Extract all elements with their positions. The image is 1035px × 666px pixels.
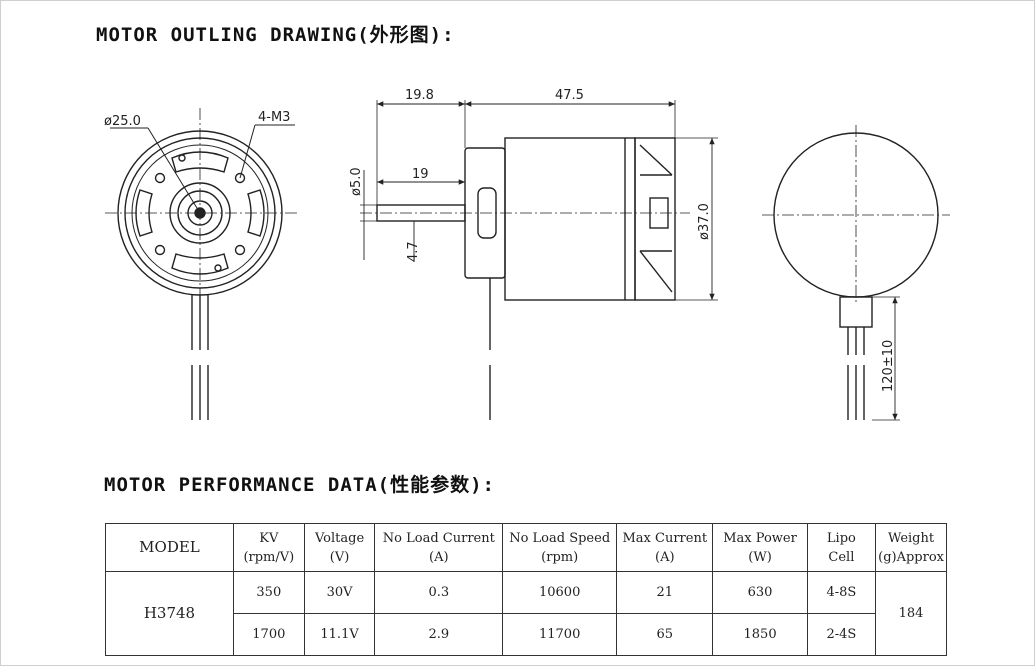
cell-voltage: 30V: [303, 571, 376, 614]
cell-max-power: 630: [712, 571, 808, 614]
shaft-length-label: 19.8: [405, 88, 434, 103]
performance-data-title: MOTOR PERFORMANCE DATA(性能参数):: [104, 474, 495, 496]
header-model: MODEL: [105, 523, 234, 572]
body-length-label: 47.5: [555, 88, 584, 103]
cell-no-load-current: 2.9: [374, 613, 504, 656]
cell-max-current: 65: [616, 613, 714, 656]
cell-lipo: 4-8S: [806, 571, 877, 614]
table-row: 1700 11.1V 2.9 11700 65 1850 2-4S: [106, 613, 947, 656]
header-voltage: Voltage(V): [303, 523, 376, 572]
body-diameter-label: ø37.0: [697, 203, 712, 240]
cell-lipo: 2-4S: [806, 613, 877, 656]
cell-no-load-speed: 10600: [502, 571, 618, 614]
cell-no-load-current: 0.3: [374, 571, 504, 614]
cell-max-current: 21: [616, 571, 714, 614]
side-rear-cap: [634, 137, 676, 301]
header-kv: KV(rpm/V): [232, 523, 305, 572]
front-hole-3: [154, 244, 166, 256]
cell-kv: 1700: [232, 613, 305, 656]
front-hub: [169, 182, 231, 244]
cell-weight: 184: [875, 571, 947, 656]
front-hole-4: [234, 244, 246, 256]
performance-table: MODEL KV(rpm/V) Voltage(V) No Load Curre…: [105, 523, 947, 656]
cell-no-load-speed: 11700: [502, 613, 618, 656]
offset-label: 4.7: [406, 241, 421, 262]
cell-max-power: 1850: [712, 613, 808, 656]
front-slot-bottom: [171, 253, 229, 275]
lead-length-label: 120±10: [881, 340, 896, 392]
shaft-exposed-label: 19: [412, 167, 429, 182]
motor-outline-drawing: ø25.0 4-M3 19.8: [104, 88, 950, 421]
table-row: H3748 350 30V 0.3 10600 21 630 4-8S 184: [105, 571, 947, 656]
cell-model: H3748: [105, 571, 234, 656]
side-view: [360, 100, 718, 420]
cell-kv: 350: [232, 571, 305, 614]
outline-drawing-title: MOTOR OUTLING DRAWING(外形图):: [96, 24, 455, 46]
front-slot-left: [135, 189, 153, 237]
front-holes-label: 4-M3: [258, 110, 290, 125]
header-weight: Weight(g)Approx: [875, 523, 947, 572]
side-body: [504, 137, 636, 301]
front-slot-top: [171, 151, 229, 173]
front-slot-right: [247, 189, 265, 237]
header-max-power: Max Power(W): [712, 523, 808, 572]
shaft-diameter-label: ø5.0: [349, 167, 364, 196]
front-diameter-label: ø25.0: [104, 114, 141, 129]
front-hole-1: [154, 172, 166, 184]
cell-voltage: 11.1V: [303, 613, 376, 656]
header-max-current: Max Current(A): [616, 523, 714, 572]
front-view: [105, 108, 298, 420]
header-no-load-current: No Load Current(A): [374, 523, 504, 572]
front-hole-2: [234, 172, 246, 184]
header-no-load-speed: No Load Speed(rpm): [502, 523, 618, 572]
rear-view: [762, 125, 950, 421]
table-header-row: MODEL KV(rpm/V) Voltage(V) No Load Curre…: [105, 523, 947, 572]
